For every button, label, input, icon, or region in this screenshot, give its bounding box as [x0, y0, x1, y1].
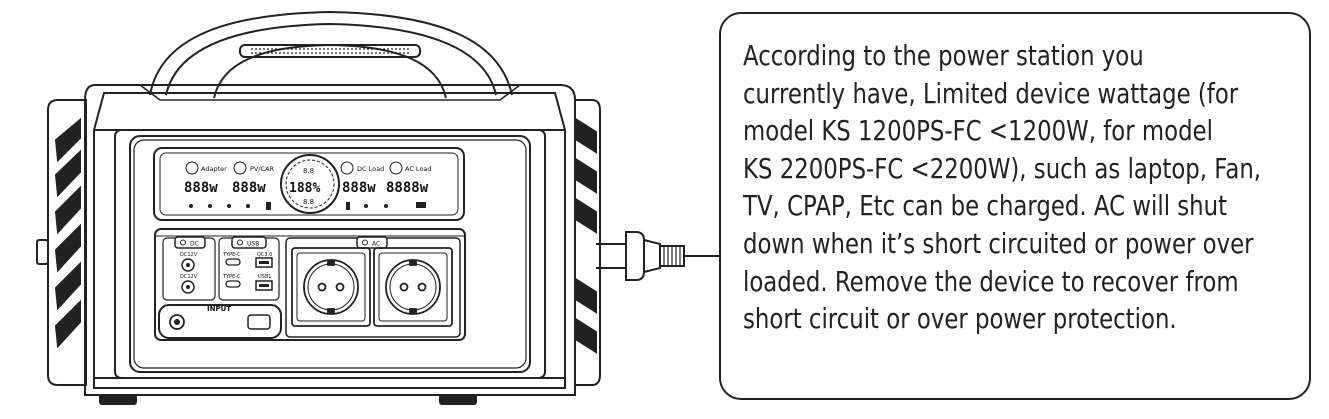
note-line: short circuit or over power protection.	[743, 303, 1177, 336]
acload-label: AC Load	[405, 165, 432, 173]
dc12v-bottom-label: DC12V	[180, 274, 198, 280]
adapter-label: Adapter	[201, 165, 227, 173]
right-side-panel	[575, 99, 601, 386]
lcd-display: Adapter PV/CAR DC Load AC Load 888w 888w…	[153, 147, 465, 221]
note-line: currently have, Limited device wattage (…	[743, 77, 1239, 110]
left-side-panel	[36, 99, 87, 386]
typec-bottom-label: TYPE-C	[222, 274, 241, 280]
carry-handle	[149, 10, 513, 99]
usb-ports: TYPE-C TYPE-C QC3.0 USB1	[222, 252, 273, 291]
ac-button: AC	[356, 236, 388, 249]
input-label: INPUT	[207, 305, 231, 313]
note-line: down when it’s short circuited or power …	[743, 227, 1254, 260]
dcload-label: DC Load	[357, 165, 384, 173]
wifi-icon	[185, 161, 199, 175]
dc-load-icon	[340, 161, 354, 175]
input-ports: INPUT	[169, 305, 271, 330]
note-line: KS 2200PS-FC <2200W), such as laptop, Fa…	[743, 152, 1262, 185]
device-housing	[84, 84, 576, 405]
note-line: model KS 1200PS-FC <1200W, for model	[743, 115, 1213, 148]
lcd-left-readout-1: 888w	[184, 180, 218, 196]
usb1-label: USB1	[258, 274, 271, 280]
dc12v-top-label: DC12V	[180, 252, 198, 258]
typec-top-label: TYPE-C	[222, 252, 241, 258]
dc-label: DC	[190, 241, 199, 248]
note-line: According to the power station you	[743, 40, 1144, 72]
ac-load-icon	[389, 161, 403, 175]
battery-gauge	[280, 154, 340, 214]
lcd-right-readout-1: 888w	[342, 180, 376, 196]
solar-icon	[233, 161, 247, 175]
ac-label: AC	[372, 241, 380, 248]
usb-label: USB	[247, 241, 259, 248]
usb-button: USB	[231, 236, 267, 249]
note-line: TV, CPAP, Etc can be charged. AC will sh…	[743, 190, 1228, 223]
pvcar-label: PV/CAR	[250, 165, 275, 173]
note-text: According to the power station you curre…	[743, 38, 1262, 339]
dc12v-ports: DC12V DC12V	[180, 252, 198, 294]
note-box: According to the power station you curre…	[719, 12, 1311, 400]
qc30-label: QC3.0	[257, 252, 272, 258]
ac-outlets	[291, 247, 453, 327]
lcd-center-readout: 188%	[289, 181, 320, 196]
svg-text:8.8: 8.8	[303, 198, 314, 206]
ac-outlet-left	[291, 247, 371, 327]
lcd-center-small: 8.8	[303, 167, 314, 175]
plug-icon	[596, 231, 719, 281]
lcd-right-readout-2: 8888w	[386, 180, 429, 196]
ac-outlet-right	[373, 247, 453, 327]
dc-button: DC	[174, 236, 206, 249]
note-line: loaded. Remove the device to recover fro…	[743, 265, 1239, 298]
lcd-left-readout-2: 888w	[232, 180, 266, 196]
